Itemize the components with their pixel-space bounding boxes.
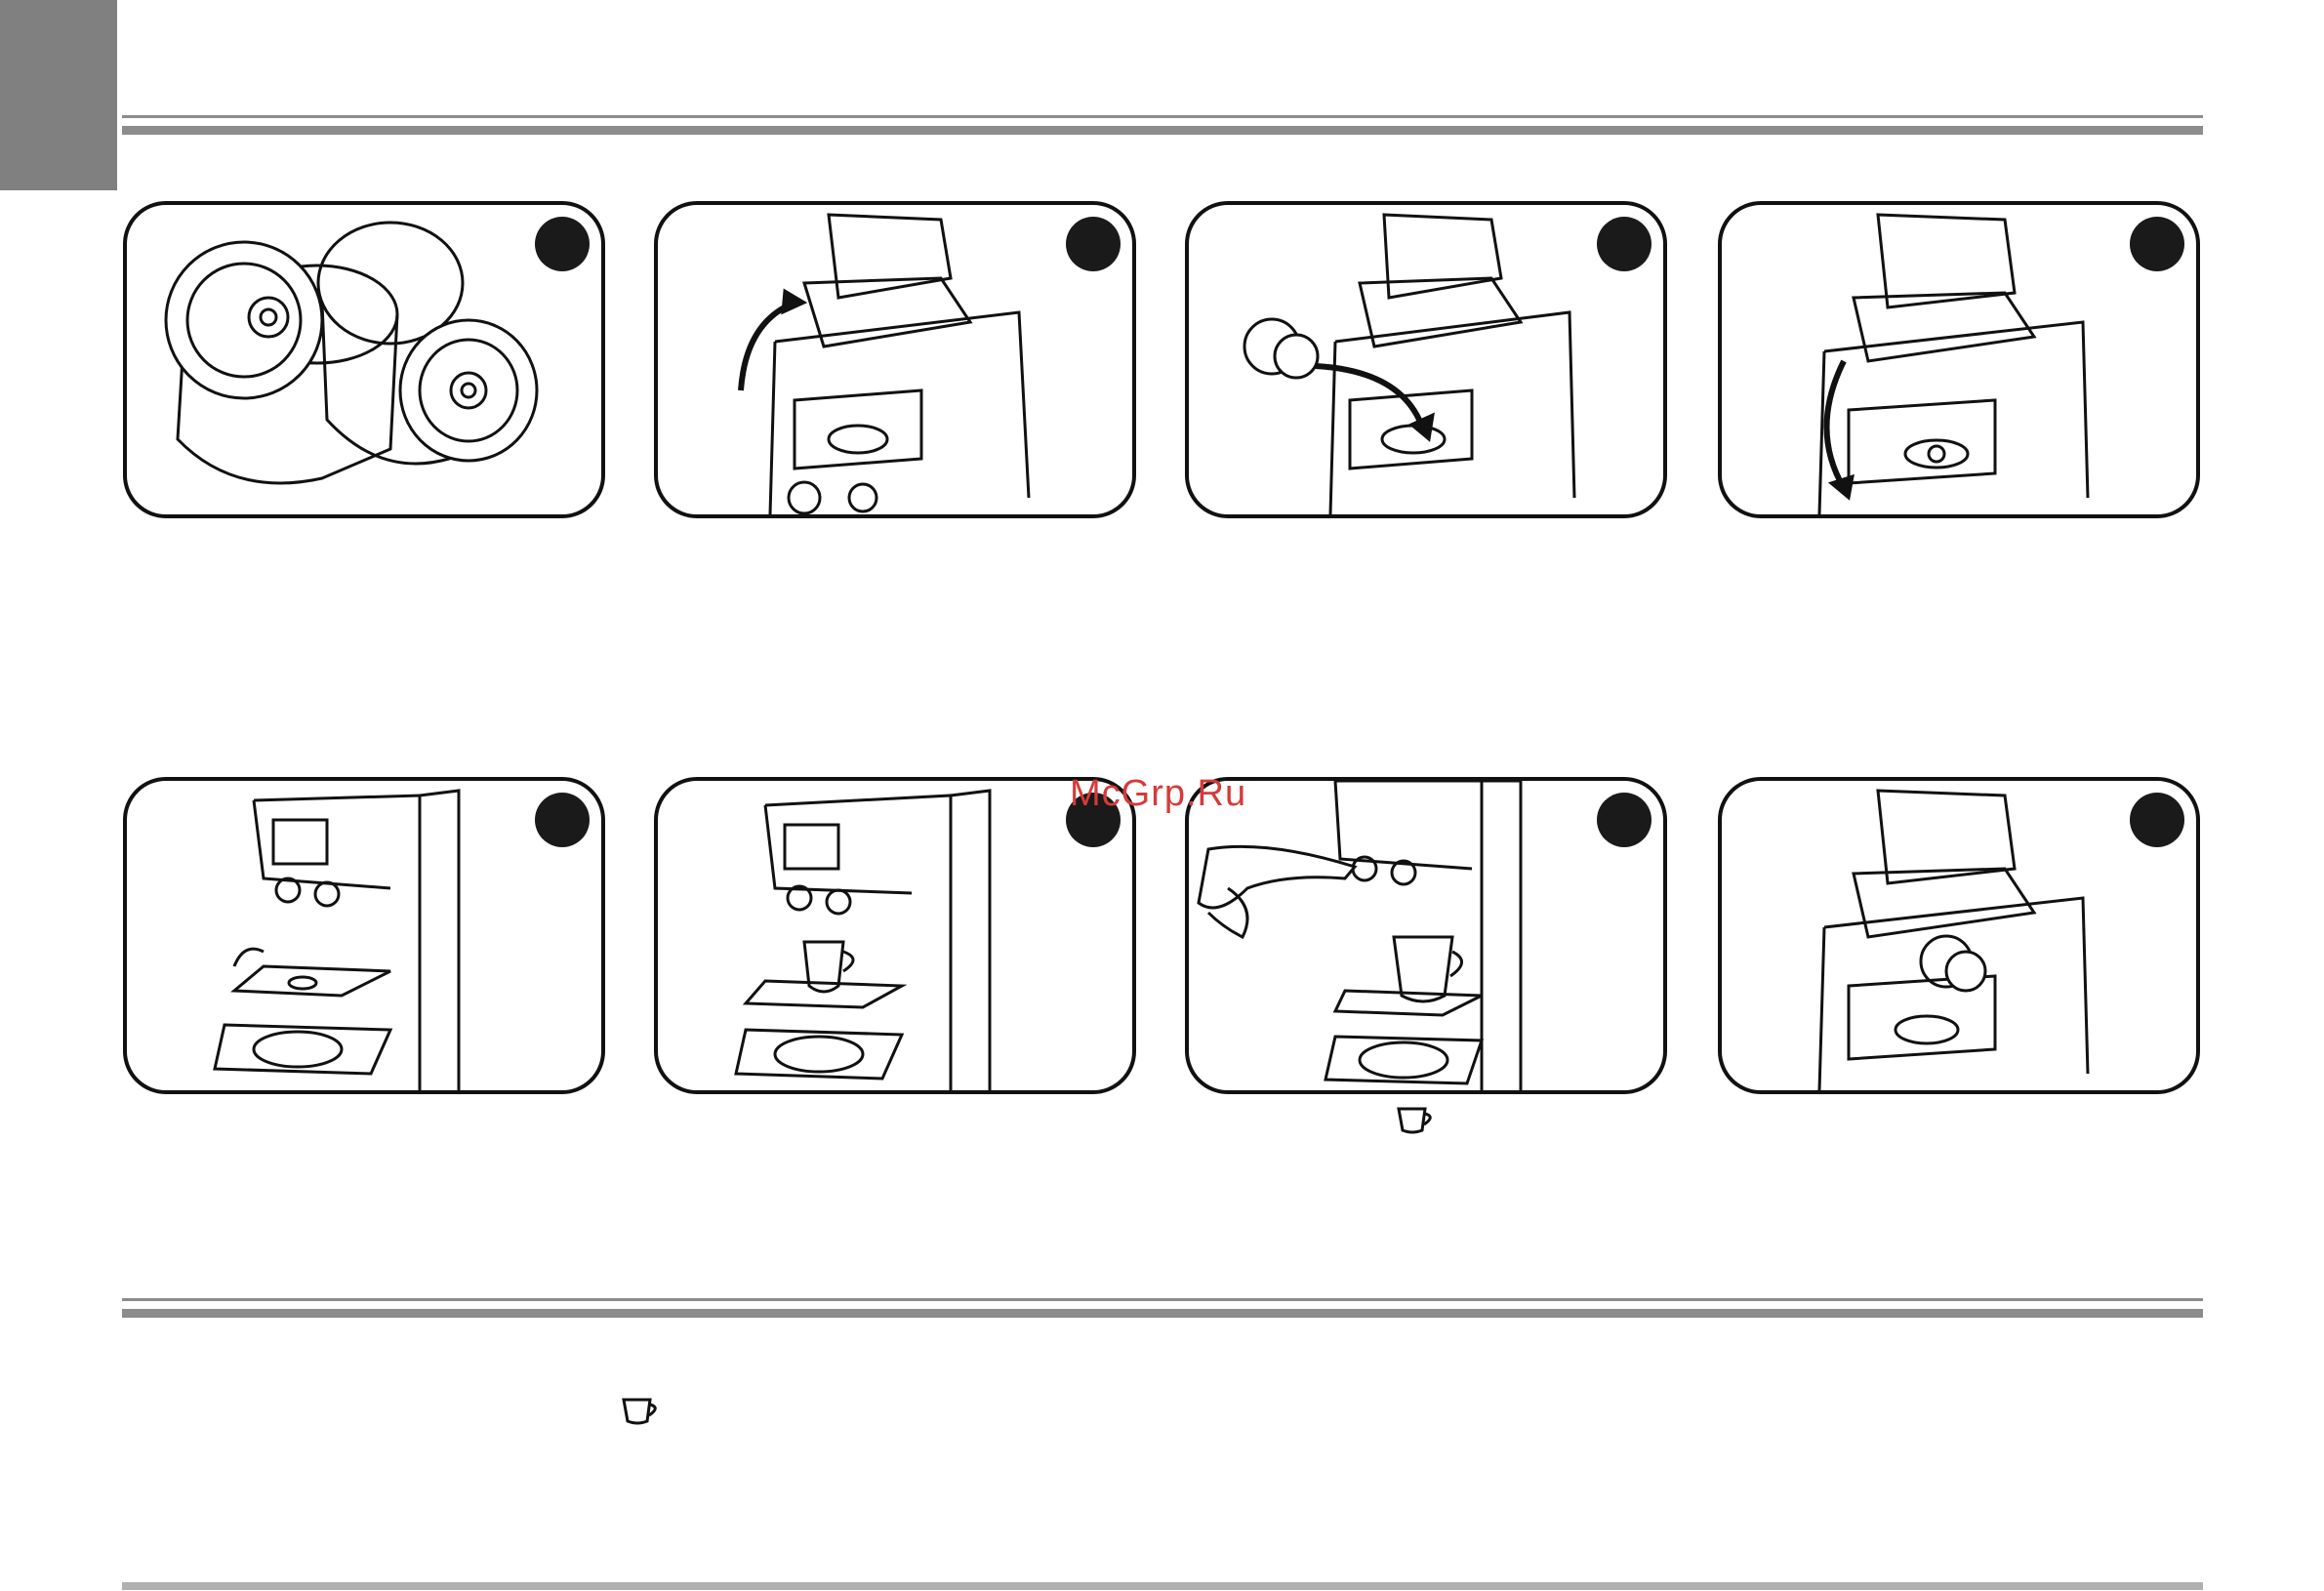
- insert-capsule-illustration: [1189, 205, 1663, 514]
- open-lever-illustration: [658, 205, 1132, 514]
- watermark-text: McGrp.Ru: [1070, 773, 1246, 815]
- espresso-cup-icon: [1396, 1105, 1439, 1136]
- section-rule: [122, 1298, 2203, 1318]
- capsules-illustration: [127, 205, 601, 514]
- step-panel-7: [1185, 777, 1667, 1094]
- step-badge: [535, 793, 590, 847]
- footer-rule: [122, 1582, 2203, 1590]
- step-badge: [1597, 793, 1651, 847]
- header-rule: [122, 115, 2203, 135]
- step-badge: [2130, 793, 2184, 847]
- step-badge: [1597, 217, 1651, 271]
- step-badge: [2130, 217, 2184, 271]
- espresso-cup-icon: [621, 1396, 664, 1427]
- step-panel-1: [123, 201, 605, 518]
- step-panel-6: [654, 777, 1136, 1094]
- step-panel-2: [654, 201, 1136, 518]
- step-panel-8: [1718, 777, 2200, 1094]
- eject-capsule-illustration: [1722, 781, 2196, 1090]
- press-button-illustration: [1189, 781, 1663, 1090]
- step-panel-4: [1718, 201, 2200, 518]
- step-badge: [1066, 217, 1121, 271]
- fold-cup-rest-illustration: [127, 781, 601, 1090]
- step-badge: [535, 217, 590, 271]
- section-tab: [0, 0, 117, 190]
- step-panel-5: [123, 777, 605, 1094]
- close-lever-illustration: [1722, 205, 2196, 514]
- place-cup-illustration: [658, 781, 1132, 1090]
- step-panel-3: [1185, 201, 1667, 518]
